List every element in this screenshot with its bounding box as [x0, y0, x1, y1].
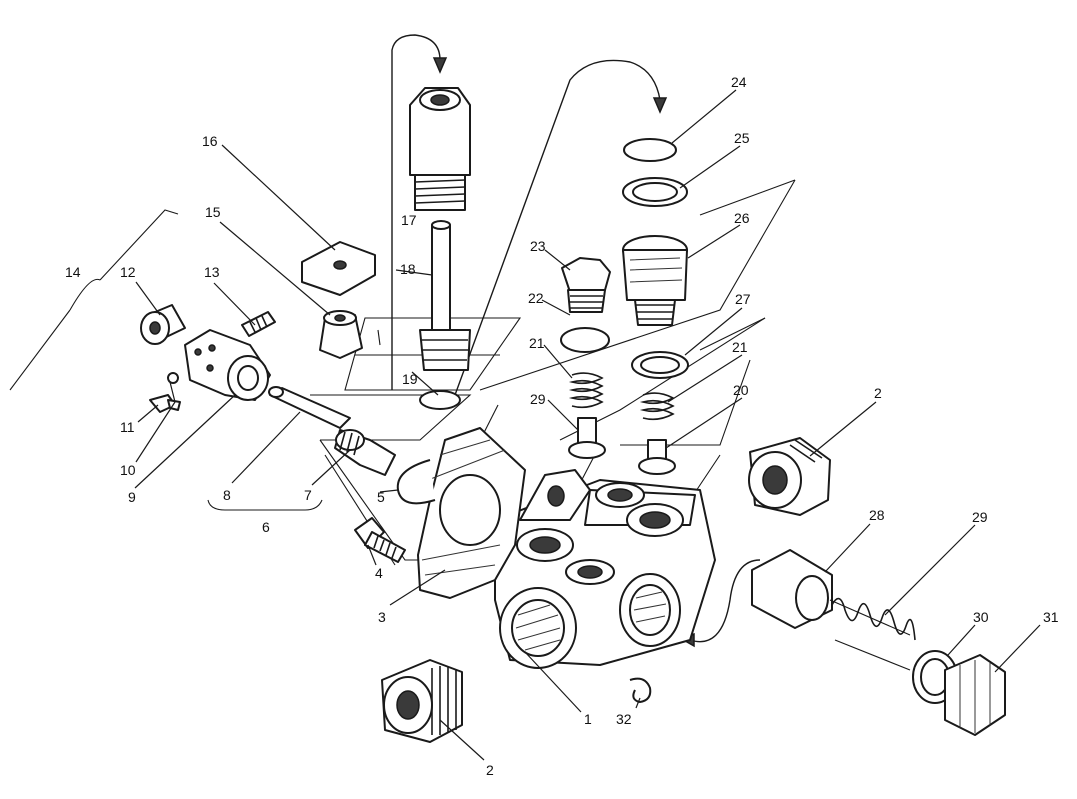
flow-arrowhead-top [432, 57, 448, 74]
union-nut [409, 87, 471, 211]
plug [561, 257, 611, 313]
main-spring [829, 597, 916, 671]
callout-8: 8 [223, 487, 231, 503]
callout-21-left: 21 [529, 335, 545, 351]
sleeve [751, 549, 833, 629]
retaining-clip [629, 677, 652, 703]
callout-3: 3 [378, 609, 386, 625]
callout-19: 19 [402, 371, 418, 387]
end-plug [944, 654, 1006, 736]
callout-10: 10 [120, 462, 136, 478]
pad [301, 241, 376, 296]
callout-23: 23 [530, 238, 546, 254]
callout-11: 11 [120, 419, 135, 435]
valve-stem [419, 220, 471, 371]
o-ring-top [623, 138, 677, 162]
callout-21-right: 21 [732, 339, 748, 355]
bolt [354, 517, 406, 563]
callout-28: 28 [869, 507, 885, 523]
washer-22 [560, 327, 610, 353]
callout-31: 31 [1043, 609, 1059, 625]
set-screw [241, 311, 276, 337]
callout-5: 5 [377, 489, 385, 505]
small-screw [149, 394, 181, 413]
callout-9: 9 [128, 489, 136, 505]
callout-labels: 1 2 2 3 4 5 6 7 8 9 10 11 12 13 14 15 16… [65, 74, 1059, 778]
callout-2-bottom: 2 [486, 762, 494, 778]
small-washer [167, 372, 179, 384]
callout-17: 17 [401, 212, 417, 228]
callout-14: 14 [65, 264, 81, 280]
valve-seat [622, 235, 688, 326]
flow-arrowhead-right [652, 97, 668, 114]
sealing-washer [622, 177, 688, 207]
callout-2-right: 2 [874, 385, 882, 401]
callout-20: 20 [733, 382, 749, 398]
callout-15: 15 [205, 204, 221, 220]
fitting-right [748, 437, 831, 516]
callout-24: 24 [731, 74, 747, 90]
callout-22: 22 [528, 290, 544, 306]
callout-6: 6 [262, 519, 270, 535]
snap-ring [396, 459, 436, 505]
callout-29-left: 29 [530, 391, 546, 407]
spring-left [568, 372, 604, 410]
roller [140, 304, 186, 345]
leader-lines [134, 89, 1041, 761]
callout-12: 12 [120, 264, 136, 280]
spring-right [639, 392, 675, 421]
valve-poppet-right [638, 439, 676, 475]
callout-7: 7 [304, 487, 312, 503]
callout-1: 1 [584, 711, 592, 727]
valve-body [494, 469, 716, 669]
plunger [334, 429, 396, 476]
cap [319, 310, 363, 359]
lever-bracket [184, 329, 271, 401]
o-ring-small [419, 390, 461, 410]
callout-16: 16 [202, 133, 218, 149]
callout-4: 4 [375, 565, 383, 581]
callout-26: 26 [734, 210, 750, 226]
callout-32: 32 [616, 711, 632, 727]
callout-25: 25 [734, 130, 750, 146]
callout-18: 18 [400, 261, 416, 277]
valve-poppet-left [568, 417, 606, 459]
callout-13: 13 [204, 264, 220, 280]
gasket [417, 427, 526, 599]
callout-29-right: 29 [972, 509, 988, 525]
washer-27 [631, 351, 689, 379]
pin [268, 386, 351, 429]
callout-30: 30 [973, 609, 989, 625]
callout-27: 27 [735, 291, 751, 307]
